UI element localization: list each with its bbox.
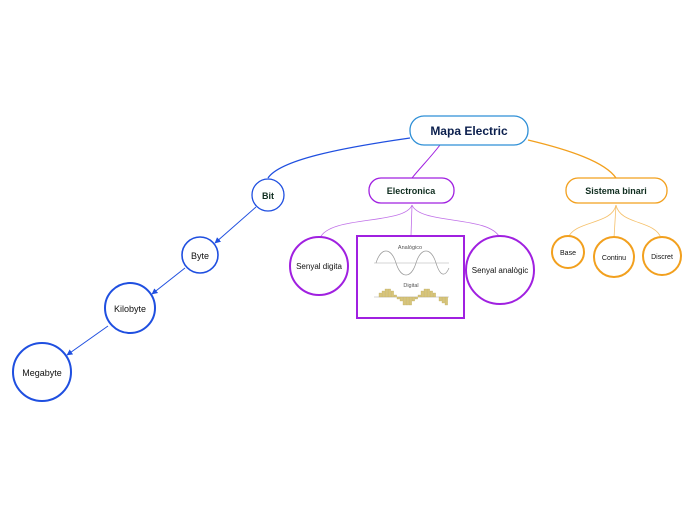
electronica-label: Electronica <box>387 186 437 196</box>
root-label: Mapa Electric <box>430 124 508 138</box>
digital-caption: Digital <box>403 283 418 289</box>
kilobyte-node[interactable]: Kilobyte <box>104 282 156 334</box>
digital-bar <box>438 296 442 302</box>
signal-image-node[interactable]: Analógico Digital <box>356 235 465 319</box>
senyal-digital-node[interactable]: Senyal digita <box>289 236 349 296</box>
discret-label: Discret <box>651 254 673 261</box>
digital-bar <box>387 288 391 298</box>
base-node[interactable]: Base <box>551 235 585 269</box>
analog-wave <box>375 250 450 276</box>
discret-node[interactable]: Discret <box>642 236 682 276</box>
digital-bar <box>423 288 427 298</box>
connector-electronica-right <box>411 204 501 239</box>
sistema-binari-label: Sistema binari <box>585 186 647 196</box>
digital-bar <box>405 296 409 306</box>
root-node[interactable]: Mapa Electric <box>409 115 529 146</box>
bit-label: Bit <box>262 191 274 201</box>
senyal-digital-label: Senyal digita <box>296 262 342 271</box>
digital-bar <box>417 294 421 298</box>
digital-bar <box>429 290 433 298</box>
byte-label: Byte <box>191 251 209 261</box>
arrow-kilobyte-megabyte <box>66 325 109 356</box>
digital-bar <box>390 290 394 298</box>
digital-bar <box>414 296 418 300</box>
digital-bar <box>441 296 445 304</box>
kilobyte-label: Kilobyte <box>114 304 146 314</box>
connector-root-sistema <box>527 139 617 179</box>
digital-bar <box>426 288 430 298</box>
analog-caption: Analógico <box>398 245 422 251</box>
digital-bar <box>444 296 448 306</box>
bit-node[interactable]: Bit <box>251 178 285 212</box>
digital-bar <box>396 296 400 300</box>
arrow-byte-kilobyte <box>151 267 186 295</box>
digital-bar <box>420 290 424 298</box>
senyal-analogic-node[interactable]: Senyal analògic <box>465 235 535 305</box>
continu-label: Continu <box>602 255 626 262</box>
digital-bar <box>381 290 385 298</box>
digital-bar <box>402 296 406 306</box>
connector-root-bit <box>267 137 411 179</box>
arrow-bit-byte <box>214 206 257 244</box>
continu-node[interactable]: Continu <box>593 236 635 278</box>
connector-root-electronica <box>411 144 441 179</box>
senyal-analogic-label: Senyal analògic <box>472 266 528 275</box>
connector-electronica-image <box>410 204 413 237</box>
connector-sistema-continu <box>613 204 617 239</box>
base-label: Base <box>560 250 576 257</box>
connector-sistema-base <box>567 204 617 239</box>
digital-bar <box>399 296 403 302</box>
byte-node[interactable]: Byte <box>181 236 219 274</box>
connector-sistema-discret <box>615 204 662 239</box>
digital-bar <box>378 292 382 298</box>
sistema-binari-node[interactable]: Sistema binari <box>565 177 668 204</box>
megabyte-label: Megabyte <box>22 368 62 378</box>
digital-bar <box>393 294 397 298</box>
digital-bar <box>408 296 412 306</box>
digital-bars <box>378 288 448 306</box>
connector-electronica-left <box>319 204 413 239</box>
digital-bar <box>384 288 388 298</box>
electronica-node[interactable]: Electronica <box>368 177 455 204</box>
megabyte-node[interactable]: Megabyte <box>12 342 72 402</box>
digital-bar <box>411 296 415 302</box>
digital-bar <box>432 292 436 298</box>
